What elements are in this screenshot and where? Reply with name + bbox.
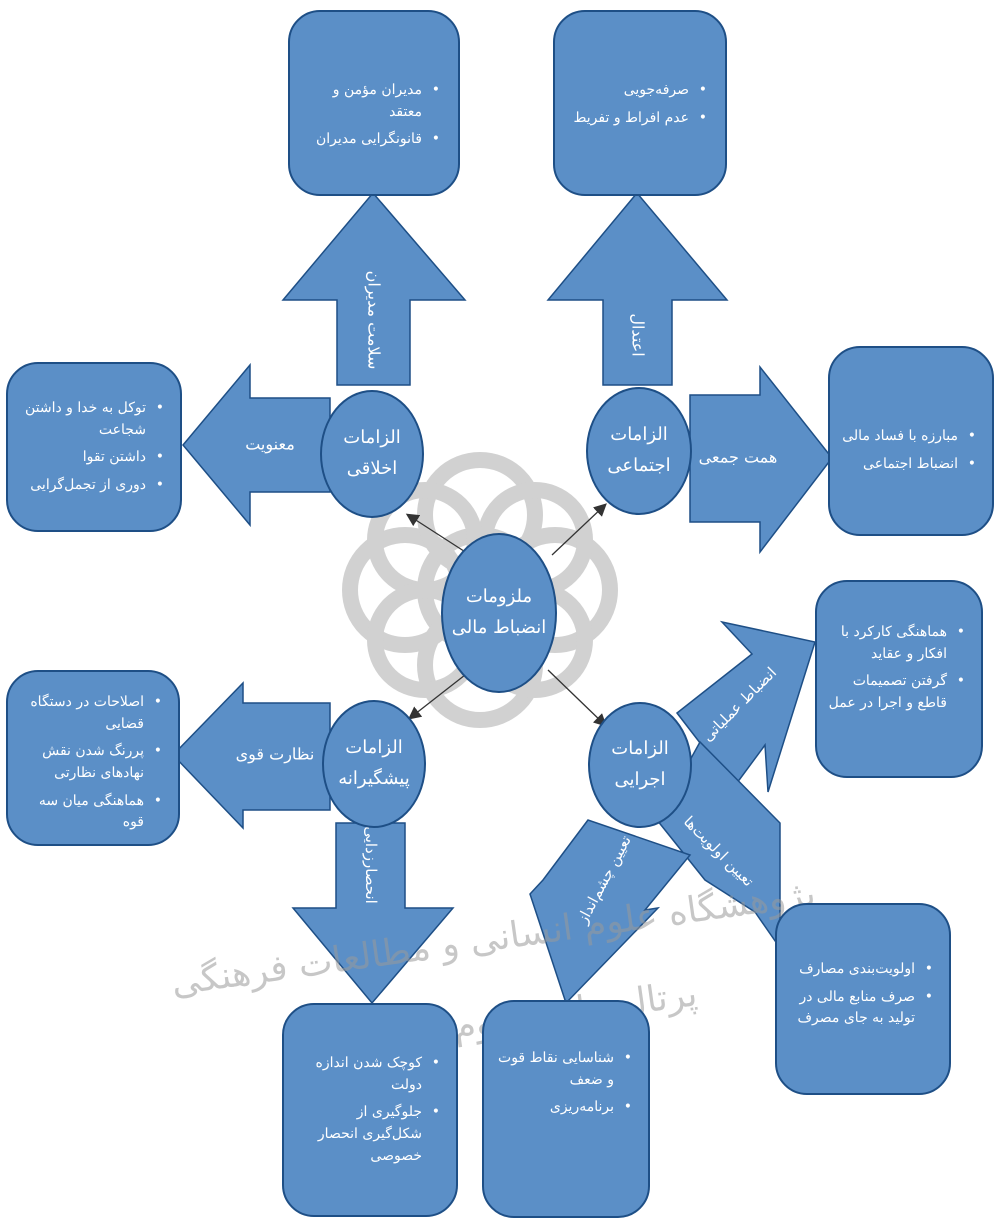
box-managers-item: مدیران مؤمن و معتقد bbox=[302, 80, 444, 123]
node-social-line-1: الزامات bbox=[610, 424, 668, 446]
connector-executive bbox=[547, 669, 607, 727]
box-strategy-item: شناسایی نقاط قوت و ضعف bbox=[494, 1048, 636, 1091]
arrow-moderation bbox=[546, 191, 729, 386]
box-spirituality: توکل به خدا و داشتن شجاعت داشتن تقوا دور… bbox=[6, 362, 182, 532]
box-monopoly-item: جلوگیری از شکل‌گیری انحصار خصوصی bbox=[294, 1102, 444, 1167]
center-node: ملزومات انضباط مالی bbox=[441, 533, 557, 693]
box-priorities-item: اولویت‌بندی مصارف bbox=[787, 959, 937, 981]
arrow-managers-health bbox=[281, 191, 467, 386]
node-preventive-line-1: الزامات bbox=[345, 737, 403, 759]
node-social-line-2: اجتماعی bbox=[607, 455, 671, 476]
arrow-practical-discipline bbox=[675, 620, 816, 793]
connector-ethical bbox=[405, 513, 471, 556]
box-collective-item: انضباط اجتماعی bbox=[840, 454, 980, 476]
box-managers: مدیران مؤمن و معتقد قانونگرایی مدیران bbox=[288, 10, 460, 196]
box-moderation-item: صرفه‌جویی bbox=[567, 80, 711, 102]
arrow-collective-will bbox=[689, 364, 833, 555]
box-practical-item: گرفتن تصمیمات قاطع و اجرا در عمل bbox=[827, 671, 969, 714]
node-executive-requirements: الزامات اجرایی bbox=[588, 702, 692, 828]
node-preventive-requirements: الزامات پیشگیرانه bbox=[322, 700, 426, 828]
node-ethical-line-1: الزامات bbox=[343, 427, 401, 449]
box-moderation: صرفه‌جویی عدم افراط و تفریط bbox=[553, 10, 727, 196]
node-ethical-line-2: اخلاقی bbox=[346, 458, 398, 479]
box-oversight-item: هماهنگی میان سه قوه bbox=[18, 791, 166, 834]
node-preventive-line-2: پیشگیرانه bbox=[338, 768, 410, 789]
node-social-requirements: الزامات اجتماعی bbox=[586, 387, 692, 515]
box-monopoly: کوچک شدن اندازه دولت جلوگیری از شکل‌گیری… bbox=[282, 1003, 458, 1217]
box-strategy: شناسایی نقاط قوت و ضعف برنامه‌ریزی bbox=[482, 1000, 650, 1218]
center-node-line-2: انضباط مالی bbox=[451, 617, 547, 638]
box-oversight-item: اصلاحات در دستگاه قضایی bbox=[18, 692, 166, 735]
box-priorities: اولویت‌بندی مصارف صرف منابع مالی در تولی… bbox=[775, 903, 951, 1095]
node-ethical-requirements: الزامات اخلاقی bbox=[320, 390, 424, 518]
box-priorities-item: صرف منابع مالی در تولید به جای مصرف bbox=[787, 987, 937, 1030]
center-node-line-1: ملزومات bbox=[465, 586, 533, 608]
arrow-label-moderation: اعتدال bbox=[629, 313, 648, 356]
watermark-line-1: پژوهشگاه علوم انسانی و مطالعات فرهنگی bbox=[169, 872, 818, 1004]
connector-preventive bbox=[407, 674, 466, 720]
box-strategy-item: برنامه‌ریزی bbox=[494, 1097, 636, 1119]
box-spirituality-item: دوری از تجمل‌گرایی bbox=[18, 475, 168, 497]
box-monopoly-item: کوچک شدن اندازه دولت bbox=[294, 1053, 444, 1096]
arrow-label-strong-oversight: نظارت قوی bbox=[236, 745, 315, 764]
box-spirituality-item: توکل به خدا و داشتن شجاعت bbox=[18, 398, 168, 441]
box-oversight: اصلاحات در دستگاه قضایی پررنگ شدن نقش نه… bbox=[6, 670, 180, 846]
arrow-label-collective-will: همت جمعی bbox=[699, 448, 778, 467]
arrow-monopoly-breaking bbox=[291, 822, 455, 1005]
box-oversight-item: پررنگ شدن نقش نهادهای نظارتی bbox=[18, 741, 166, 784]
connector-social bbox=[551, 503, 607, 556]
box-managers-item: قانونگرایی مدیران bbox=[302, 129, 444, 151]
box-collective-item: مبارزه با فساد مالی bbox=[840, 426, 980, 448]
box-spirituality-item: داشتن تقوا bbox=[18, 447, 168, 469]
node-executive-line-2: اجرایی bbox=[614, 769, 666, 790]
arrow-label-spirituality: معنویت bbox=[245, 435, 295, 454]
arrow-strategy bbox=[529, 819, 692, 1005]
box-practical-item: هماهنگی کارکرد با افکار و عقاید bbox=[827, 622, 969, 665]
arrow-label-managers-health: سلامت مدیران bbox=[365, 271, 384, 370]
box-collective: مبارزه با فساد مالی انضباط اجتماعی bbox=[828, 346, 994, 536]
arrow-strong-oversight bbox=[171, 681, 331, 830]
arrow-label-monopoly-breaking: انحصارزدایی bbox=[362, 826, 380, 904]
node-executive-line-1: الزامات bbox=[611, 738, 669, 760]
box-moderation-item: عدم افراط و تفریط bbox=[567, 108, 711, 130]
arrow-spirituality bbox=[182, 362, 331, 528]
box-practical: هماهنگی کارکرد با افکار و عقاید گرفتن تص… bbox=[815, 580, 983, 778]
